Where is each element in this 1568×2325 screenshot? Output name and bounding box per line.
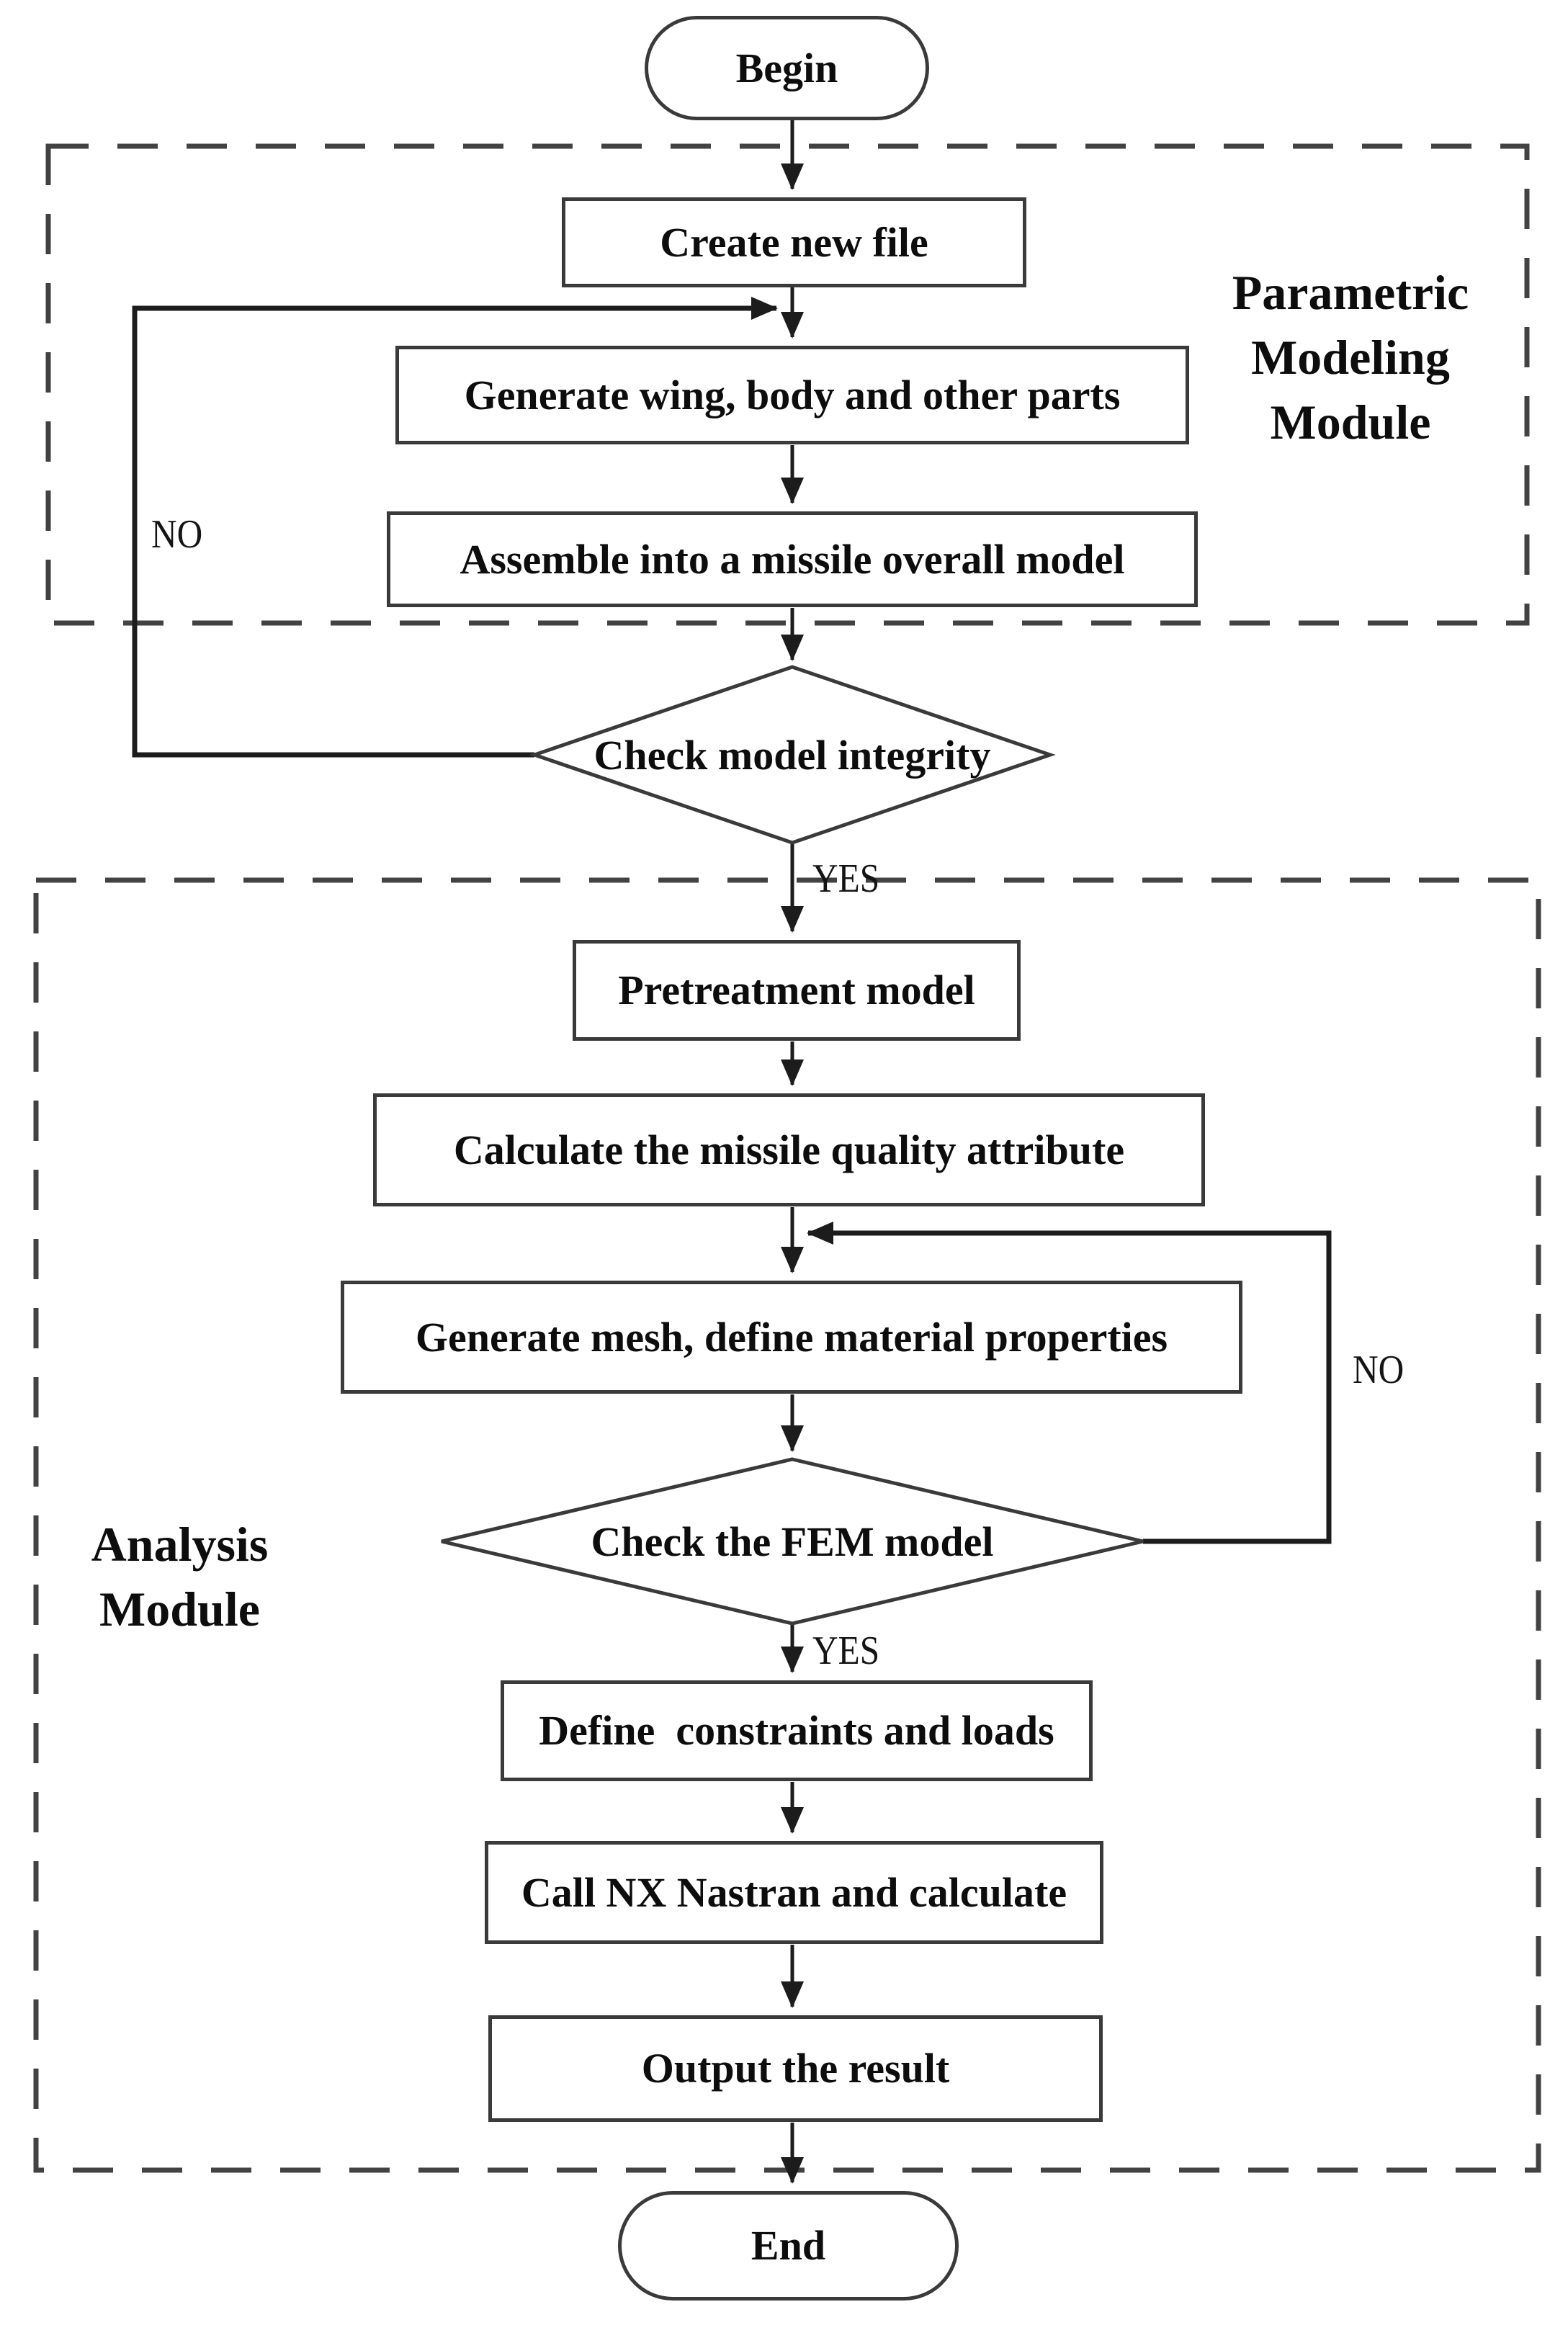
fem-yes-label: YES xyxy=(812,1629,880,1673)
no-feedback-integrity xyxy=(132,297,778,758)
output-result-node: Output the result xyxy=(488,2015,1103,2122)
parametric-module-title: Parametric Modeling Module xyxy=(1232,265,1469,449)
define-constraints-node: Define constraints and loads xyxy=(501,1680,1093,1781)
integrity-yes-label: YES xyxy=(812,856,880,901)
no-feedback-fem xyxy=(807,1222,1332,1544)
check-fem-model-label: Check the FEM model xyxy=(591,1518,994,1565)
decision-check-fem-model-shape xyxy=(441,1457,1144,1626)
create-file-node: Create new file xyxy=(562,197,1026,287)
assemble-node: Assemble into a missile overall model xyxy=(387,511,1198,607)
call-nastran-node: Call NX Nastran and calculate xyxy=(485,1841,1103,1944)
generate-parts-node: Generate wing, body and other parts xyxy=(395,346,1189,444)
fem-no-label: NO xyxy=(1353,1348,1405,1392)
analysis-module-title: Analysis Module xyxy=(91,1517,269,1636)
integrity-no-label: NO xyxy=(151,512,203,557)
calculate-quality-node: Calculate the missile quality attribute xyxy=(373,1093,1205,1206)
decision-check-model-integrity-shape xyxy=(529,665,1056,845)
begin-node: Begin xyxy=(645,16,929,120)
end-node: End xyxy=(618,2191,959,2301)
check-model-integrity-label: Check model integrity xyxy=(593,731,991,779)
parametric-module-boundary xyxy=(45,143,1530,626)
generate-mesh-node: Generate mesh, define material propertie… xyxy=(341,1281,1242,1394)
pretreatment-node: Pretreatment model xyxy=(573,940,1021,1041)
